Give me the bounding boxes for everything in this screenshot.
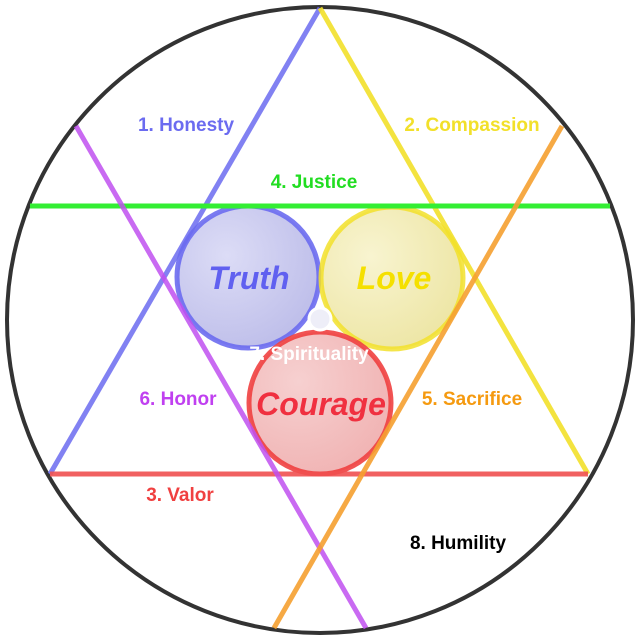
line-honesty	[47, 6, 323, 476]
principle-truth: Truth	[208, 260, 289, 296]
label-justice: 4. Justice	[271, 172, 358, 193]
line-compassion	[317, 6, 591, 476]
label-valor: 3. Valor	[146, 485, 214, 506]
line-sacrifice	[271, 124, 565, 630]
label-sacrifice: 5. Sacrifice	[422, 389, 522, 410]
label-compassion: 2. Compassion	[404, 115, 539, 136]
label-humility: 8. Humility	[410, 533, 507, 554]
label-honesty: 1. Honesty	[138, 115, 235, 136]
principle-love: Love	[357, 260, 432, 296]
spirituality-circle	[307, 306, 333, 332]
label-honor: 6. Honor	[139, 389, 217, 410]
outer-circle	[5, 5, 635, 635]
label-spirituality: 7. Spirituality	[249, 344, 369, 365]
line-honor	[73, 124, 369, 630]
principle-courage: Courage	[256, 386, 386, 422]
